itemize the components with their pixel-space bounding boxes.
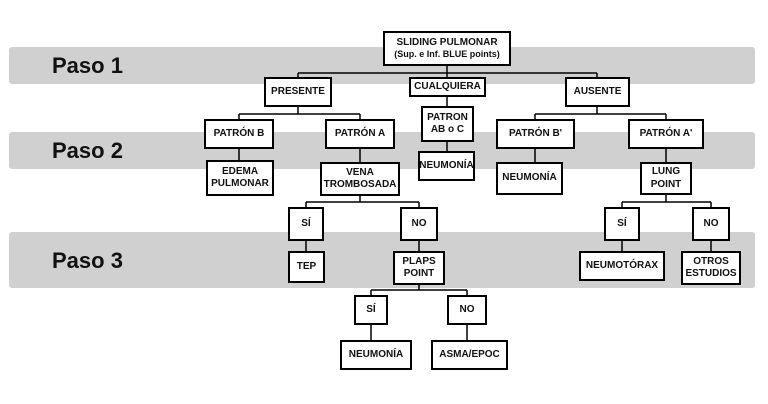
node-neumotorax: NEUMOTÓRAX — [579, 251, 665, 281]
node-lung-point-line2: POINT — [650, 178, 682, 190]
node-cualquiera: CUALQUIERA — [409, 77, 486, 97]
node-lung-point-line1: LUNG — [651, 166, 681, 177]
node-patron-b-prime-label: PATRÓN B' — [508, 127, 563, 139]
node-vena-line2: TROMBOSADA — [323, 179, 397, 190]
node-patron-b: PATRÓN B — [204, 119, 274, 149]
node-sliding-pulmonar: SLIDING PULMONAR (Sup. e Inf. BLUE point… — [383, 31, 511, 66]
node-plaps-point: PLAPS POINT — [393, 251, 445, 285]
node-patron-b-label: PATRÓN B — [213, 127, 265, 139]
edge-vena-si-no — [305, 196, 420, 207]
node-patron-a-prime-label: PATRÓN A' — [639, 127, 693, 139]
step-label-1: Paso 1 — [52, 53, 123, 78]
node-patron-ab-c-line1: PATRON — [427, 111, 468, 123]
node-neumonia-plaps-label: NEUMONÍA — [348, 348, 404, 360]
node-neumonia-b-prime: NEUMONÍA — [496, 162, 563, 195]
node-no-lung-label: NO — [703, 217, 719, 229]
node-edema-pulmonar: EDEMA PULMONAR — [206, 160, 274, 196]
edge-root-level1 — [297, 66, 598, 77]
node-neumonia-plaps: NEUMONÍA — [340, 340, 412, 370]
node-si-vena-label: SÍ — [301, 217, 311, 229]
node-patron-a: PATRÓN A — [325, 119, 395, 149]
node-sliding-pulmonar-subtitle: (Sup. e Inf. BLUE points) — [394, 49, 500, 60]
step-label-2: Paso 2 — [52, 138, 123, 163]
node-neumonia-b-prime-label: NEUMONÍA — [502, 172, 557, 184]
edge-lung-si-no — [621, 195, 712, 207]
node-presente: PRESENTE — [264, 77, 332, 107]
node-presente-label: PRESENTE — [271, 85, 325, 97]
node-edema-line2: PULMONAR — [211, 178, 269, 189]
node-tep: TEP — [288, 251, 325, 283]
node-lung-point: LUNG POINT — [640, 162, 692, 195]
edge-ausente — [534, 107, 667, 119]
node-asma-epoc-label: ASMA/EPOC — [439, 348, 500, 360]
node-plaps-line1: PLAPS — [402, 255, 436, 267]
node-vena-trombosada: VENA TROMBOSADA — [320, 162, 400, 196]
step-band-1 — [9, 47, 755, 84]
node-patron-a-prime: PATRÓN A' — [628, 119, 704, 149]
node-tep-label: TEP — [296, 260, 317, 272]
node-neumotorax-label: NEUMOTÓRAX — [585, 259, 659, 271]
node-patron-ab-c-line2: AB o C — [430, 124, 465, 135]
edge-plaps-si-no — [370, 285, 468, 295]
node-no-plaps: NO — [447, 295, 487, 325]
node-no-vena: NO — [400, 207, 438, 241]
node-ausente: AUSENTE — [565, 77, 630, 107]
node-si-lung: SÍ — [604, 207, 640, 241]
node-otros-line2: ESTUDIOS — [685, 268, 737, 279]
node-si-vena: SÍ — [288, 207, 324, 241]
node-patron-a-label: PATRÓN A — [334, 127, 386, 139]
node-ausente-label: AUSENTE — [573, 85, 622, 97]
step-label-3: Paso 3 — [52, 248, 123, 273]
node-patron-b-prime: PATRÓN B' — [496, 119, 575, 149]
node-asma-epoc: ASMA/EPOC — [431, 340, 508, 370]
node-vena-line1: VENA — [346, 166, 374, 178]
node-no-lung: NO — [692, 207, 730, 241]
node-neumonia-abc: NEUMONÍA — [418, 151, 475, 181]
edge-presente — [238, 107, 361, 119]
node-no-vena-label: NO — [411, 217, 427, 229]
node-sliding-pulmonar-title: SLIDING PULMONAR — [396, 36, 498, 48]
node-si-plaps: SÍ — [354, 295, 388, 325]
node-edema-line1: EDEMA — [221, 165, 259, 177]
node-si-plaps-label: SÍ — [366, 303, 376, 315]
node-no-plaps-label: NO — [459, 303, 475, 315]
node-neumonia-abc-label: NEUMONÍA — [419, 159, 474, 171]
node-patron-ab-c: PATRON AB o C — [421, 106, 474, 142]
node-otros-estudios: OTROS ESTUDIOS — [681, 251, 741, 285]
node-si-lung-label: SÍ — [617, 217, 627, 229]
node-otros-line1: OTROS — [693, 255, 729, 267]
node-plaps-line2: POINT — [403, 268, 435, 279]
node-cualquiera-label: CUALQUIERA — [414, 80, 481, 92]
